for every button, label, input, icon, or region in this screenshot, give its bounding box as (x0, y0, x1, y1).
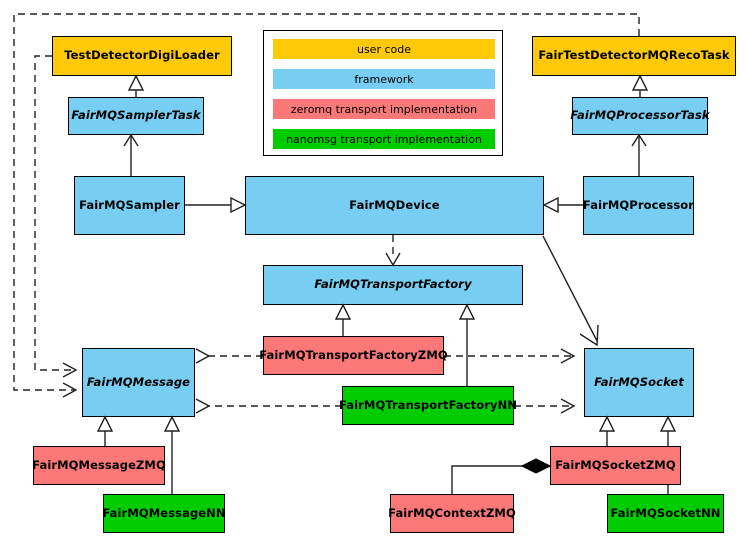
node-fair-mq-sampler[interactable]: FairMQSampler (74, 176, 185, 235)
legend-item-user-code: user code (273, 39, 495, 59)
node-fair-test-detector-mq-reco-task[interactable]: FairTestDetectorMQRecoTask (532, 36, 736, 76)
node-test-detector-digi-loader[interactable]: TestDetectorDigiLoader (52, 36, 232, 76)
legend-item-zeromq: zeromq transport implementation (273, 99, 495, 119)
node-fair-mq-sampler-task[interactable]: FairMQSamplerTask (68, 97, 204, 135)
node-fair-mq-socket-nn[interactable]: FairMQSocketNN (607, 494, 724, 533)
node-fair-mq-socket-zmq[interactable]: FairMQSocketZMQ (550, 446, 681, 485)
node-fair-mq-socket[interactable]: FairMQSocket (584, 348, 694, 417)
legend-item-nanomsg: nanomsg transport implementation (273, 129, 495, 149)
node-fair-mq-context-zmq[interactable]: FairMQContextZMQ (388, 494, 516, 533)
node-fair-mq-message-nn[interactable]: FairMQMessageNN (102, 494, 226, 533)
legend-panel: user code framework zeromq transport imp… (263, 30, 503, 156)
node-fair-mq-processor[interactable]: FairMQProcessor (583, 176, 694, 235)
node-fair-mq-transport-factory-nn[interactable]: FairMQTransportFactoryNN (339, 386, 517, 425)
node-fair-mq-transport-factory[interactable]: FairMQTransportFactory (263, 265, 523, 305)
node-fair-mq-processor-task[interactable]: FairMQProcessorTask (570, 97, 710, 135)
legend-item-framework: framework (273, 69, 495, 89)
node-fair-mq-device[interactable]: FairMQDevice (245, 176, 544, 235)
node-fair-mq-transport-factory-zmq[interactable]: FairMQTransportFactoryZMQ (259, 336, 448, 375)
node-fair-mq-message[interactable]: FairMQMessage (82, 348, 195, 417)
node-fair-mq-message-zmq[interactable]: FairMQMessageZMQ (32, 446, 166, 485)
